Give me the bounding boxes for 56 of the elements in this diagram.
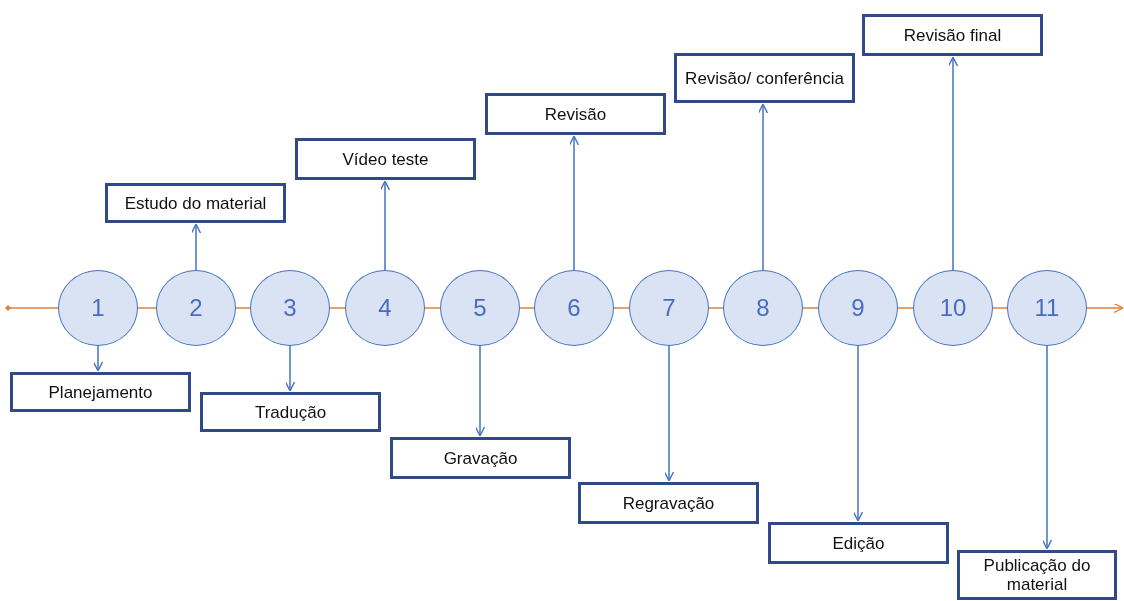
step-label: Gravação	[443, 448, 518, 468]
step-box	[957, 550, 1117, 600]
timeline-line	[1086, 302, 1124, 314]
step-number: 11	[1034, 294, 1060, 322]
step-box	[862, 14, 1043, 56]
step-box	[200, 392, 381, 432]
timeline-line	[137, 307, 157, 309]
step-box	[485, 93, 666, 135]
step-number: 9	[851, 294, 865, 322]
step-number: 4	[378, 294, 392, 322]
timeline-line	[802, 307, 819, 309]
step-number: 5	[473, 294, 487, 322]
step-label: Planejamento	[48, 382, 153, 402]
step-label: Revisão/ conferência	[685, 68, 844, 88]
arrow	[284, 345, 296, 392]
timeline-line	[329, 307, 346, 309]
arrow	[852, 345, 864, 522]
arrow	[757, 103, 769, 271]
timeline-line	[708, 307, 724, 309]
step-label: Revisão	[544, 104, 607, 124]
timeline-line	[424, 307, 441, 309]
step-box	[390, 437, 571, 479]
arrow	[947, 56, 959, 271]
step-number: 1	[91, 294, 105, 322]
step-box	[105, 183, 286, 223]
step-box	[674, 53, 855, 103]
step-label: Revisão final	[903, 25, 1002, 45]
step-box	[10, 372, 191, 412]
step-number: 7	[662, 294, 676, 322]
arrow	[379, 180, 391, 271]
arrow	[663, 345, 675, 482]
step-number: 6	[567, 294, 581, 322]
step-box	[578, 482, 759, 524]
step-label: Edição	[832, 533, 885, 553]
step-label: Tradução	[254, 402, 327, 422]
step-number: 8	[756, 294, 770, 322]
timeline-line	[613, 307, 630, 309]
step-label: Regravação	[622, 493, 715, 513]
step-number: 2	[189, 294, 203, 322]
step-number: 3	[283, 294, 297, 322]
step-label: Vídeo teste	[342, 149, 429, 169]
step-label: Publicação do material	[982, 556, 1092, 594]
arrow	[92, 345, 104, 372]
timeline-line	[235, 307, 251, 309]
step-box	[768, 522, 949, 564]
timeline-line	[519, 307, 535, 309]
step-label: Estudo do material	[124, 193, 267, 213]
timeline-line	[897, 307, 914, 309]
arrow	[190, 223, 202, 271]
timeline-line	[992, 307, 1008, 309]
arrow	[474, 345, 486, 437]
step-box	[295, 138, 476, 180]
arrow	[1041, 345, 1053, 550]
step-number: 10	[939, 294, 967, 322]
timeline-line	[5, 305, 59, 311]
arrow	[568, 135, 580, 271]
